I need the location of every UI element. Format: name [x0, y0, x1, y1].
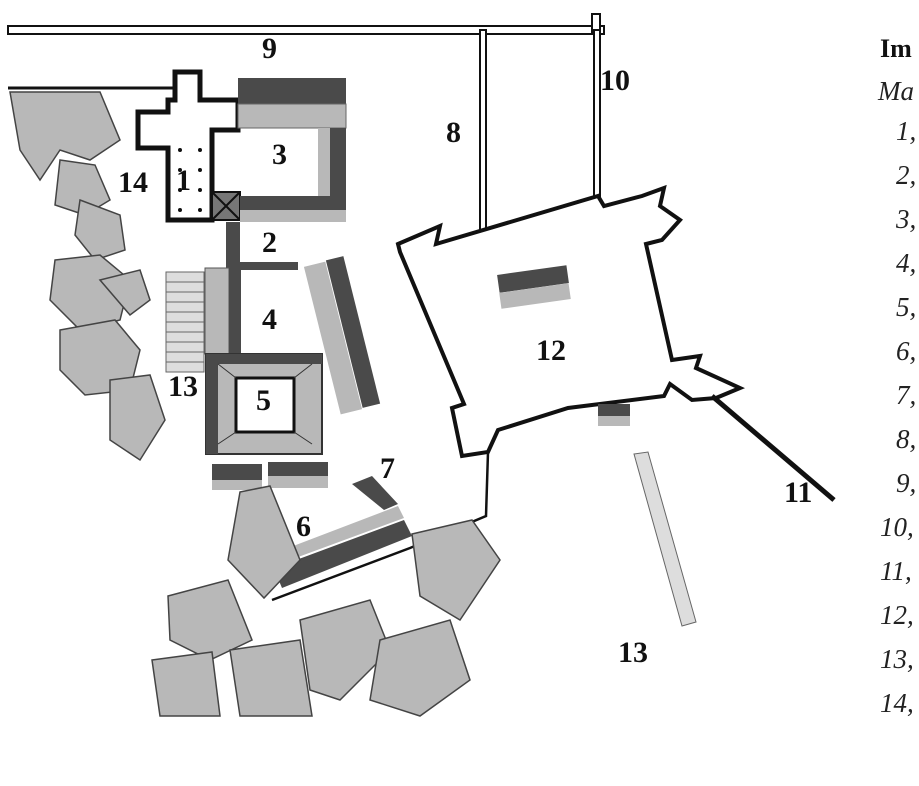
fortress-12	[395, 184, 746, 459]
legend-item-14: 14,	[880, 688, 914, 718]
label-2: 2	[262, 226, 277, 259]
label-12: 12	[536, 334, 566, 367]
stairs-13-left	[165, 271, 205, 373]
legend-item-13: 13,	[880, 644, 914, 674]
label-10: 10	[600, 64, 630, 97]
building-4	[204, 267, 241, 355]
label-8: 8	[446, 116, 461, 149]
church-1	[135, 69, 241, 223]
stairs-13-right	[633, 451, 697, 627]
legend-item-10: 10,	[880, 512, 914, 542]
lower-town-houses	[151, 485, 501, 717]
label-9: 9	[262, 32, 277, 65]
legend-item-4: 4,	[896, 248, 917, 278]
left-town-houses	[9, 91, 166, 462]
legend-item-12: 12,	[880, 600, 914, 630]
caption-title: Im	[880, 34, 912, 63]
legend-item-6: 6,	[896, 336, 917, 366]
building-7	[303, 256, 381, 415]
label-6: 6	[296, 510, 311, 543]
label-4: 4	[262, 303, 277, 336]
legend-item-7: 7,	[896, 380, 917, 410]
legend-item-2: 2,	[896, 160, 917, 190]
legend-item-9: 9,	[896, 468, 917, 498]
caption-subtitle: Ma	[878, 76, 914, 106]
wall-11	[710, 394, 836, 502]
wall-9	[7, 25, 605, 35]
cloister-3	[237, 78, 347, 222]
wall-10	[593, 29, 601, 219]
label-14: 14	[118, 166, 148, 199]
label-13-left: 13	[168, 370, 198, 403]
legend-item-11: 11,	[880, 556, 912, 586]
label-11: 11	[784, 476, 813, 509]
building-5	[205, 353, 323, 455]
legend-item-8: 8,	[896, 424, 917, 454]
legend-item-5: 5,	[896, 292, 917, 322]
legend-item-1: 1,	[896, 116, 917, 146]
label-7: 7	[380, 452, 395, 485]
label-5: 5	[256, 384, 271, 417]
label-3: 3	[272, 138, 287, 171]
label-1: 1	[176, 164, 191, 197]
legend-item-3: 3,	[896, 204, 917, 234]
label-13-right: 13	[618, 636, 648, 669]
